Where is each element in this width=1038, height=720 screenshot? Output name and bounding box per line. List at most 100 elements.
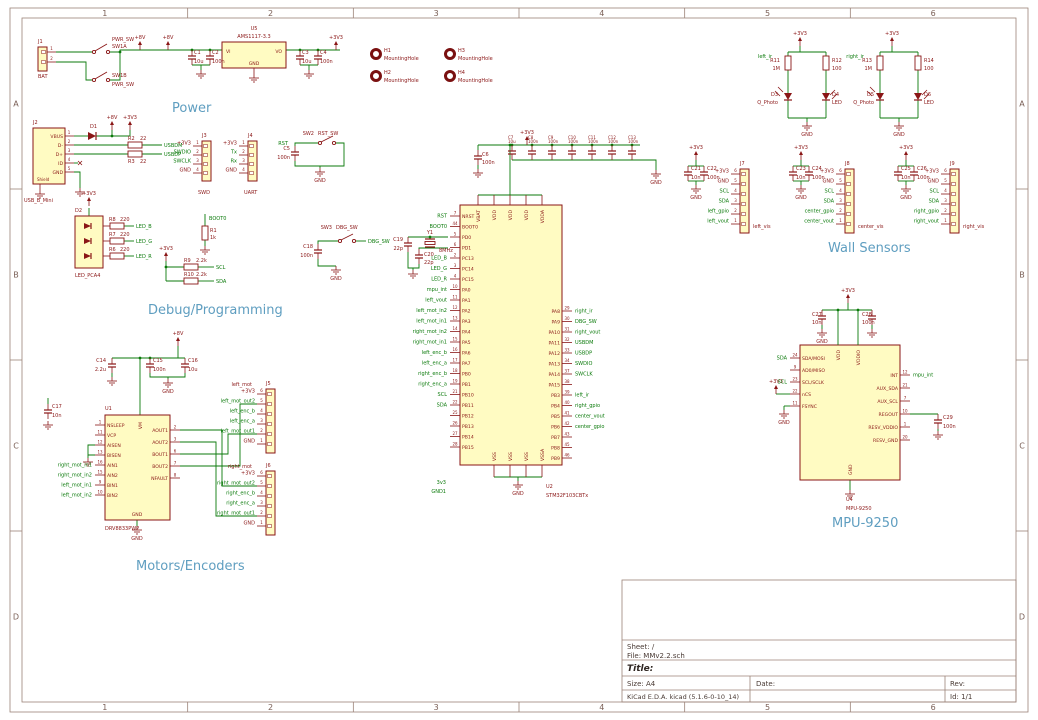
net-label-left_mot_out1[interactable]: left_mot_out1 <box>221 429 255 435</box>
net-label-right_mot_out2[interactable]: right_mot_out2 <box>217 481 255 487</box>
net-label-left_mot_in2[interactable]: left_mot_in2 <box>416 308 447 314</box>
reset-switch-sw2[interactable]: SW2 RST_SW <box>303 131 339 146</box>
resistor-r11[interactable] <box>784 55 792 71</box>
net-label-GND[interactable]: GND <box>180 168 192 174</box>
resistor-r13[interactable] <box>876 55 884 71</box>
net-label-right_mot_in2[interactable]: right_mot_in2 <box>58 473 92 479</box>
net-right-ir[interactable]: right_ir <box>846 54 865 60</box>
net-label-right_mot_in1[interactable]: right_mot_in1 <box>413 340 447 346</box>
wall-sensor-left[interactable]: R11 1M R12 100 D3 Q_Photo D4 LED <box>757 55 842 106</box>
net-label-left_mot_in2[interactable]: left_mot_in2 <box>61 493 92 499</box>
net-label-left_ir[interactable]: left_ir <box>575 393 590 399</box>
net-label-+3V3[interactable]: +3V3 <box>223 141 237 147</box>
section-title-debug[interactable]: Debug/Programming <box>148 303 283 318</box>
resistor-r9[interactable] <box>183 263 199 271</box>
mounting-hole-h2[interactable] <box>370 70 382 82</box>
net-label-right_ir[interactable]: right_ir <box>575 309 594 315</box>
mcu-u2[interactable]: U2 STM32F103CBTx VBAT VDD VDD VDD VDDA V… <box>459 195 588 499</box>
net-label-SWCLK[interactable]: SWCLK <box>173 159 191 165</box>
net-left-ir[interactable]: left_ir <box>758 54 773 60</box>
net-label-right_gpio[interactable]: right_gpio <box>575 403 600 409</box>
net-label-right_enc_a[interactable]: right_enc_a <box>418 382 447 388</box>
net-label-GND[interactable]: GND <box>226 168 238 174</box>
net-label-SCL[interactable]: SCL <box>720 189 730 195</box>
mounting-hole-h1[interactable] <box>370 48 382 60</box>
net-label-+3V3[interactable]: +3V3 <box>820 169 834 175</box>
resistor-r8[interactable] <box>109 222 125 230</box>
net-label-LED_R[interactable]: LED_R <box>431 277 447 283</box>
net-label-SWDIO[interactable]: SWDIO <box>174 150 191 156</box>
net-label-left_mot_out2[interactable]: left_mot_out2 <box>221 399 255 405</box>
net-label-right_mot_in2[interactable]: right_mot_in2 <box>413 329 447 335</box>
net-label-+3V3[interactable]: +3V3 <box>177 141 191 147</box>
motor-driver-u1[interactable]: U1 DRV8833PWP VM GND <box>104 406 171 532</box>
section-title-wall[interactable]: Wall Sensors <box>828 241 911 256</box>
ir-led-d6[interactable] <box>914 93 922 100</box>
phototransistor-d3[interactable] <box>784 93 792 100</box>
net-label-SDA[interactable]: SDA <box>824 199 835 205</box>
resistor-r2[interactable] <box>127 141 143 149</box>
diode-d1[interactable]: D1 <box>88 124 97 140</box>
left-motor-connector-j5[interactable]: 6+3V35left_mot_out24left_enc_b3left_enc_… <box>221 381 276 454</box>
boot0-resistor-r1[interactable]: R1 1k <box>201 225 217 241</box>
resistor-r10[interactable] <box>183 277 199 285</box>
net-led-r[interactable]: LED_R <box>136 254 152 260</box>
left-vis-connector-j7[interactable]: 6+3V35GND4SCL3SDA2left_gpio1left_voutJ7l… <box>707 161 771 234</box>
net-label-SCL[interactable]: SCL <box>438 392 448 398</box>
wall-sensor-right[interactable]: R13 1M R14 100 D5 Q_Photo D6 LED <box>853 55 934 106</box>
net-label-SCL[interactable]: SCL <box>930 189 940 195</box>
net-label-BOOT0[interactable]: BOOT0 <box>430 224 447 230</box>
net-label-Rx[interactable]: Rx <box>231 159 237 165</box>
net-label-SDA[interactable]: SDA <box>777 356 788 362</box>
net-label-SDA[interactable]: SDA <box>719 199 730 205</box>
net-3v3-flag[interactable]: 3v3 <box>437 480 446 486</box>
net-label-left_vout[interactable]: left_vout <box>707 219 729 225</box>
section-title-motors[interactable]: Motors/Encoders <box>136 559 245 574</box>
net-label-SCL[interactable]: SCL <box>825 189 835 195</box>
net-label-left_gpio[interactable]: left_gpio <box>708 209 729 215</box>
net-label-right_gpio[interactable]: right_gpio <box>914 209 939 215</box>
resistor-r12[interactable] <box>822 55 830 71</box>
net-label-right_enc_b[interactable]: right_enc_b <box>418 371 447 377</box>
mounting-hole-h4[interactable] <box>444 70 456 82</box>
net-label-SDA[interactable]: SDA <box>437 403 448 409</box>
power-switch-sw1b[interactable]: SW1B PWR_SW <box>91 71 134 88</box>
net-label-GND[interactable]: GND <box>244 521 256 527</box>
net-label-GND[interactable]: GND <box>823 179 835 185</box>
net-dbg-sw[interactable]: DBG_SW <box>368 239 390 245</box>
debug-switch-sw3[interactable]: SW3 DBG_SW <box>321 225 358 244</box>
net-label-LED_G[interactable]: LED_G <box>431 266 447 272</box>
net-label-left_mot_in1[interactable]: left_mot_in1 <box>61 483 92 489</box>
net-boot0[interactable]: BOOT0 <box>209 216 226 222</box>
net-label-RST[interactable]: RST <box>437 214 448 220</box>
net-rst[interactable]: RST <box>278 141 289 147</box>
ir-led-d4[interactable] <box>822 93 830 100</box>
net-label-GND[interactable]: GND <box>928 179 940 185</box>
usb-connector-j2[interactable]: J2 USB_B_Mini VBUS D- D+ ID GND 1 2 3 4 … <box>24 120 83 204</box>
net-label-center_gpio[interactable]: center_gpio <box>805 209 834 215</box>
net-label-left_enc_a[interactable]: left_enc_a <box>422 361 447 367</box>
regulator-u5[interactable]: U5 AMS1117-3.3 VI VO GND <box>221 26 287 74</box>
power-switch-sw1a[interactable]: PWR_SW SW1A <box>91 37 134 55</box>
section-title-mpu[interactable]: MPU-9250 <box>832 516 898 531</box>
net-label-right_enc_b[interactable]: right_enc_b <box>226 491 255 497</box>
net-label-left_enc_b[interactable]: left_enc_b <box>422 350 447 356</box>
mounting-hole-h3[interactable] <box>444 48 456 60</box>
net-label-center_gpio[interactable]: center_gpio <box>575 424 604 430</box>
imu-u4[interactable]: U4 MPU-9250 VDD VDDIO GND <box>799 310 901 512</box>
net-label-center_vout[interactable]: center_vout <box>804 219 834 225</box>
net-led-g[interactable]: LED_G <box>136 239 152 245</box>
